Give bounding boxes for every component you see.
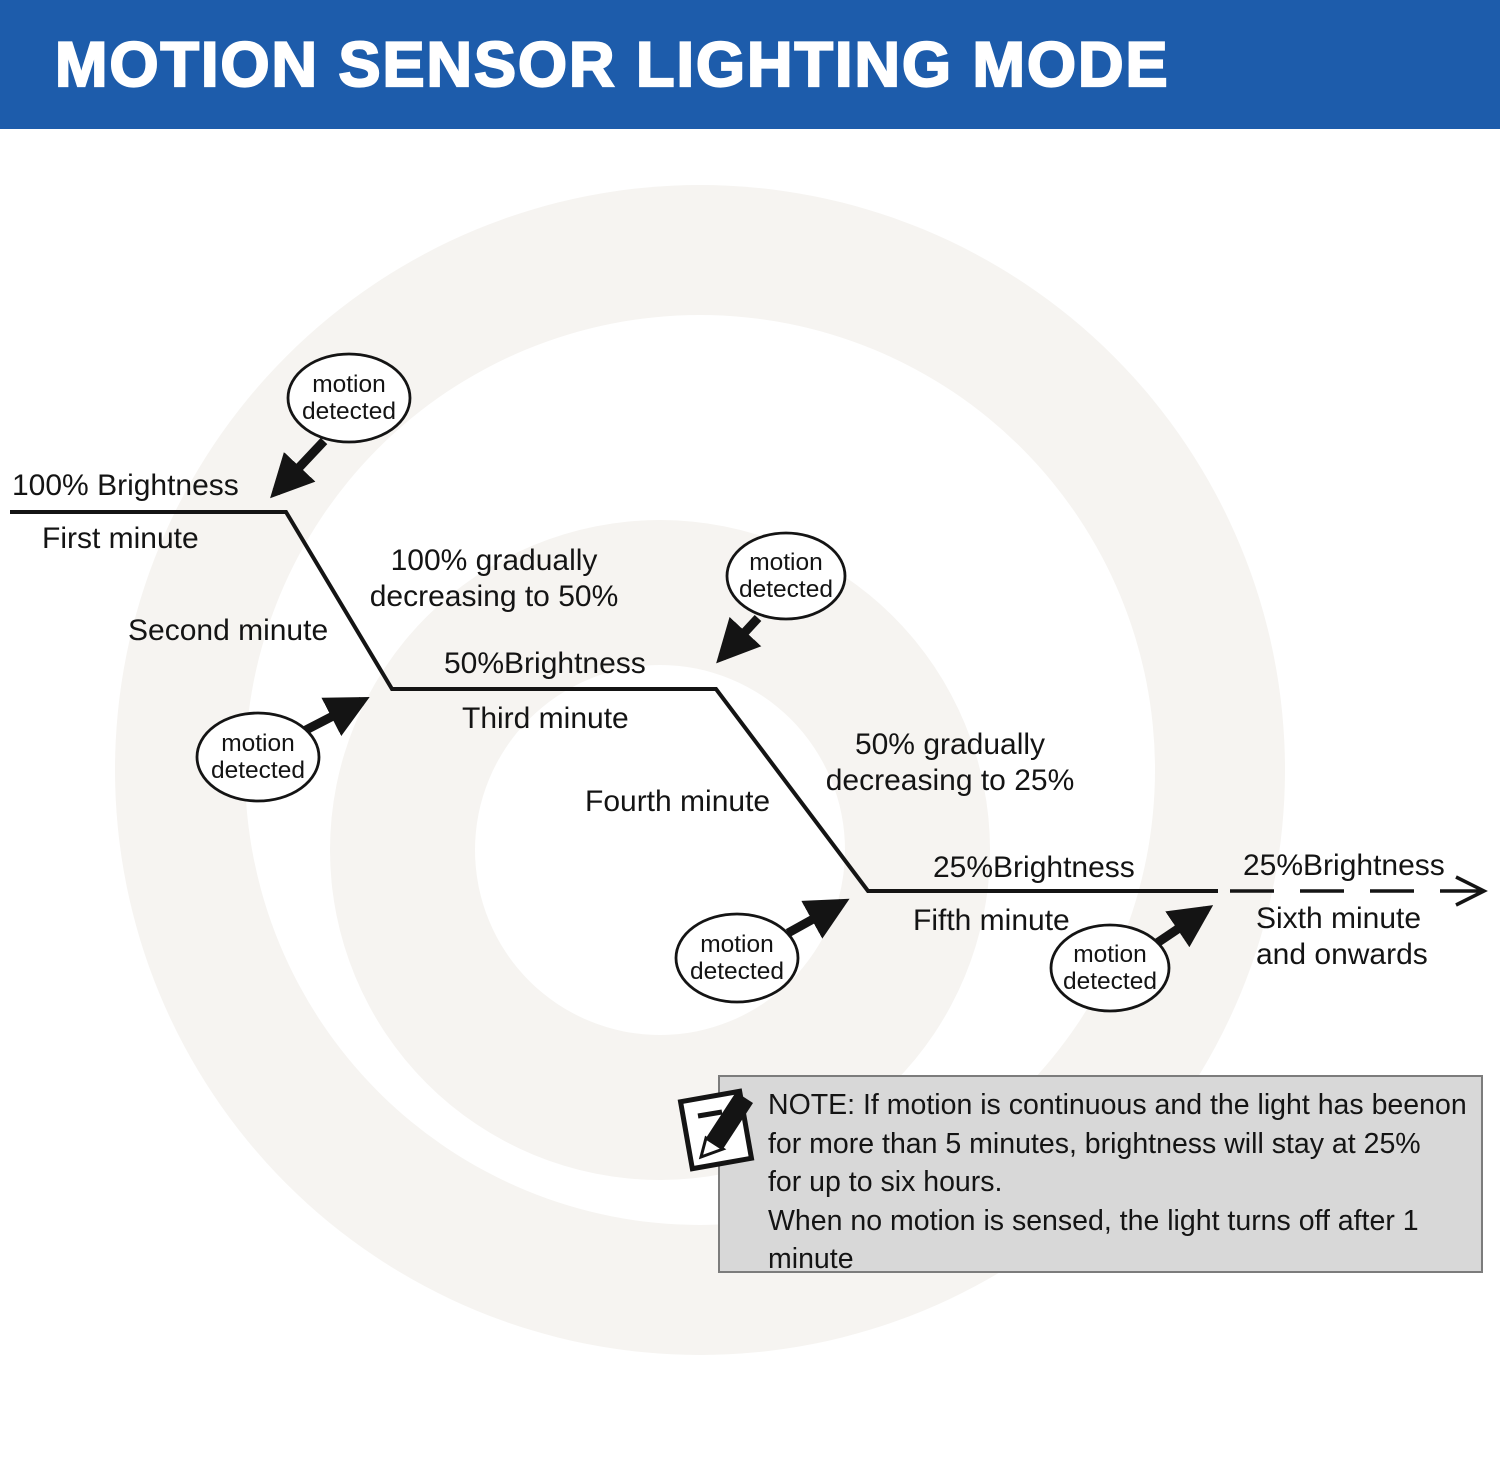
motion-arrow-2 — [301, 697, 370, 737]
motion-badge-ellipse-4 — [674, 912, 800, 1004]
motion-arrow-5 — [1151, 905, 1214, 949]
motion-arrow-4 — [785, 898, 850, 939]
motion-badge-label-3: motion detected — [739, 549, 833, 603]
header-banner: MOTION SENSOR LIGHTING MODE — [0, 0, 1500, 129]
motion-arrow-3 — [716, 614, 762, 664]
label-minute-stage2: Third minute — [462, 702, 629, 735]
motion-badge-label-4: motion detected — [690, 931, 784, 985]
note-line: for more than 5 minutes, brightness will… — [768, 1127, 1421, 1160]
label-minute-transition1: Second minute — [128, 614, 329, 647]
motion-badge-ellipse-2 — [195, 711, 321, 803]
note-text: NOTE: If motion is continuous and the li… — [768, 1086, 1478, 1279]
note-line: minute — [768, 1243, 854, 1275]
page-title: MOTION SENSOR LIGHTING MODE — [54, 28, 1170, 100]
motion-badge-ellipse-1 — [286, 352, 412, 444]
motion-arrow-1 — [270, 437, 328, 499]
label-brightness-stage1: 100% Brightness — [12, 469, 239, 502]
label-minute-stage1: First minute — [42, 522, 199, 555]
label-minute-stage3: Fifth minute — [913, 904, 1070, 937]
motion-badge-label-2: motion detected — [211, 730, 305, 784]
label-brightness-stage3: 25%Brightness — [933, 851, 1135, 884]
motion-badge-ellipse-5 — [1049, 923, 1171, 1013]
motion-badge-ellipse-3 — [725, 531, 847, 621]
label-brightness-stage4: 25%Brightness — [1243, 849, 1445, 882]
label-brightness-stage2: 50%Brightness — [444, 647, 646, 680]
note-pencil-icon — [677, 1088, 755, 1172]
motion-badge-label-5: motion detected — [1063, 941, 1157, 995]
note-line: When no motion is sensed, the light turn… — [768, 1204, 1419, 1237]
label-minute-transition2: Fourth minute — [585, 785, 771, 818]
note-line: for up to six hours. — [768, 1166, 1003, 1198]
note-line: NOTE: If motion is continuous and the li… — [768, 1089, 1467, 1121]
note-box — [718, 1075, 1483, 1273]
timeline-path — [10, 510, 1218, 893]
label-transition1: 100% gradually decreasing to 50% — [369, 544, 619, 613]
continuation-arrow-icon — [1452, 875, 1488, 907]
motion-badge-label-1: motion detected — [302, 371, 396, 425]
label-minute-stage4: Sixth minute and onwards — [1256, 902, 1428, 971]
label-transition2: 50% gradually decreasing to 25% — [825, 728, 1075, 797]
